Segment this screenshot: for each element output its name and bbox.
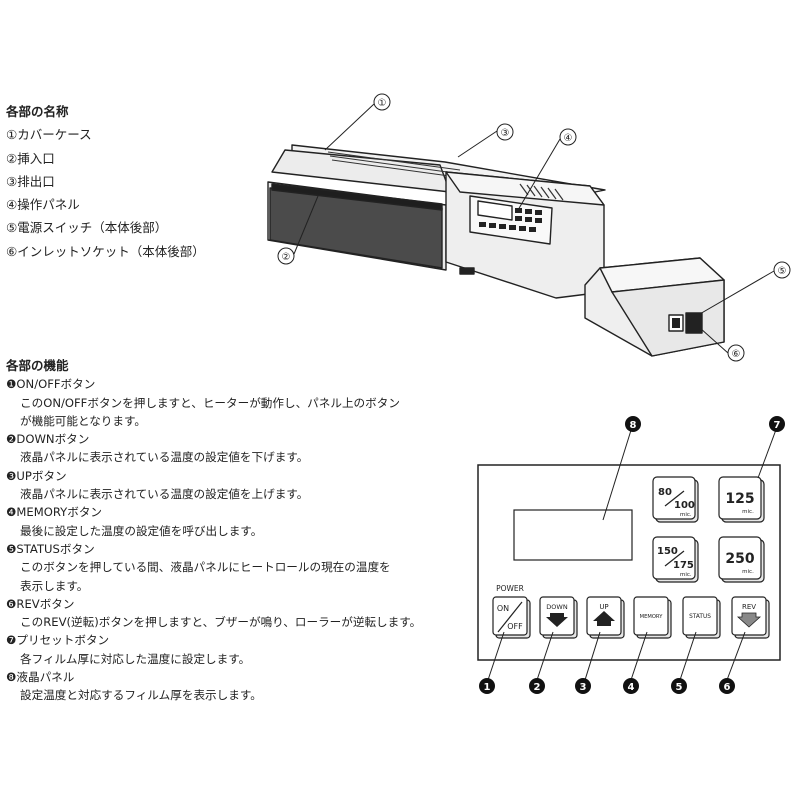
laminator-rear-illustration xyxy=(584,257,725,357)
power-label: POWER xyxy=(496,584,524,593)
callout-number: ① xyxy=(378,98,387,109)
callout-badge: 5 xyxy=(676,682,683,693)
callout-number: ② xyxy=(282,252,291,263)
preset-80-label: 80 xyxy=(658,487,672,498)
parts-heading: 各部の名称 xyxy=(6,104,69,119)
housing-vents xyxy=(519,183,564,201)
function-buttons xyxy=(492,596,770,639)
up-arrow-icon xyxy=(593,611,615,626)
callout-badge: 7 xyxy=(774,420,781,431)
functions-heading: 各部の機能 xyxy=(6,358,69,373)
function-desc: 各フィルム厚に対応した温度に設定します。 xyxy=(20,651,251,666)
preset-150-label: 150 xyxy=(657,546,678,557)
part-item: ⑤電源スイッチ（本体後部） xyxy=(6,220,168,236)
status-label: STATUS xyxy=(689,614,711,620)
functions-list: 各部の機能 ❶ON/OFFボタン このON/OFFボタンを押しますと、ヒーターが… xyxy=(6,357,421,705)
function-title: ❽液晶パネル xyxy=(6,670,75,685)
mic-label: mic. xyxy=(742,509,754,515)
panel-keys xyxy=(479,208,542,232)
off-label: OFF xyxy=(507,622,523,631)
function-desc: 最後に設定した温度の設定値を呼び出します。 xyxy=(20,523,263,538)
inlet-socket xyxy=(685,312,703,334)
down-label: DOWN xyxy=(546,603,568,611)
on-label: ON xyxy=(497,604,509,613)
control-panel-detail: 80 100 mic. 125 mic. 150 175 mic. 250 mi… xyxy=(477,464,781,661)
function-desc: 設定温度と対応するフィルム厚を表示します。 xyxy=(20,688,262,703)
mic-label: mic. xyxy=(680,572,692,578)
function-title: ❼プリセットボタン xyxy=(6,633,110,648)
mic-label: mic. xyxy=(742,569,754,575)
function-title: ❻REVボタン xyxy=(6,596,75,611)
callout-number: ⑥ xyxy=(732,349,741,360)
mic-label: mic. xyxy=(680,512,692,518)
part-item: ③排出口 xyxy=(6,173,55,189)
preset-250-label: 250 xyxy=(725,551,754,567)
rev-label: REV xyxy=(742,603,756,611)
parts-list: 各部の名称 ①カバーケース ②挿入口 ③排出口 ④操作パネル ⑤電源スイッチ（本… xyxy=(6,100,205,263)
function-desc: が機能可能となります。 xyxy=(20,413,147,428)
lcd-panel xyxy=(513,509,633,561)
callout-badge: 1 xyxy=(484,682,491,693)
cover-vents xyxy=(327,151,465,179)
function-desc: このON/OFFボタンを押しますと、ヒーターが動作し、パネル上のボタン xyxy=(20,395,400,410)
panel-callouts xyxy=(487,426,778,681)
panel-callout-badges xyxy=(479,416,785,694)
function-title: ❺STATUSボタン xyxy=(6,541,95,556)
callout-number: ⑤ xyxy=(778,266,787,277)
callout-badge: 3 xyxy=(580,682,587,693)
function-desc: 液晶パネルに表示されている温度の設定値を上げます。 xyxy=(20,487,309,502)
preset-125-label: 125 xyxy=(725,491,754,507)
part-item: ⑥インレットソケット（本体後部） xyxy=(6,243,205,259)
function-desc: 表示します。 xyxy=(20,578,89,593)
down-arrow-icon xyxy=(546,613,568,627)
callout-badge: 8 xyxy=(630,420,637,431)
part-item: ①カバーケース xyxy=(6,127,92,143)
rev-arrow-icon xyxy=(736,612,762,628)
preset-buttons xyxy=(652,476,765,583)
function-title: ❶ON/OFFボタン xyxy=(6,377,96,392)
callout-badge: 2 xyxy=(534,682,541,693)
part-item: ④操作パネル xyxy=(6,197,80,213)
part-item: ②挿入口 xyxy=(6,150,55,166)
function-desc: 液晶パネルに表示されている温度の設定値を下げます。 xyxy=(20,450,309,465)
memory-label: MEMORY xyxy=(640,614,664,620)
function-title: ❹MEMORYボタン xyxy=(6,505,103,520)
up-label: UP xyxy=(599,603,608,611)
callout-badge: 6 xyxy=(724,682,731,693)
function-title: ❷DOWNボタン xyxy=(6,432,90,447)
callout-badge: 4 xyxy=(628,682,635,693)
callout-number: ④ xyxy=(564,133,573,144)
machine-callouts xyxy=(277,93,791,362)
function-title: ❸UPボタン xyxy=(6,468,67,483)
callout-number: ③ xyxy=(501,128,510,139)
preset-175-label: 175 xyxy=(673,560,694,571)
preset-100-label: 100 xyxy=(674,500,695,511)
function-desc: このREV(逆転)ボタンを押しますと、ブザーが鳴り、ローラーが逆転します。 xyxy=(20,615,422,630)
laminator-illustration xyxy=(267,144,606,299)
function-desc: このボタンを押している間、液晶パネルにヒートロールの現在の温度を xyxy=(20,560,391,575)
